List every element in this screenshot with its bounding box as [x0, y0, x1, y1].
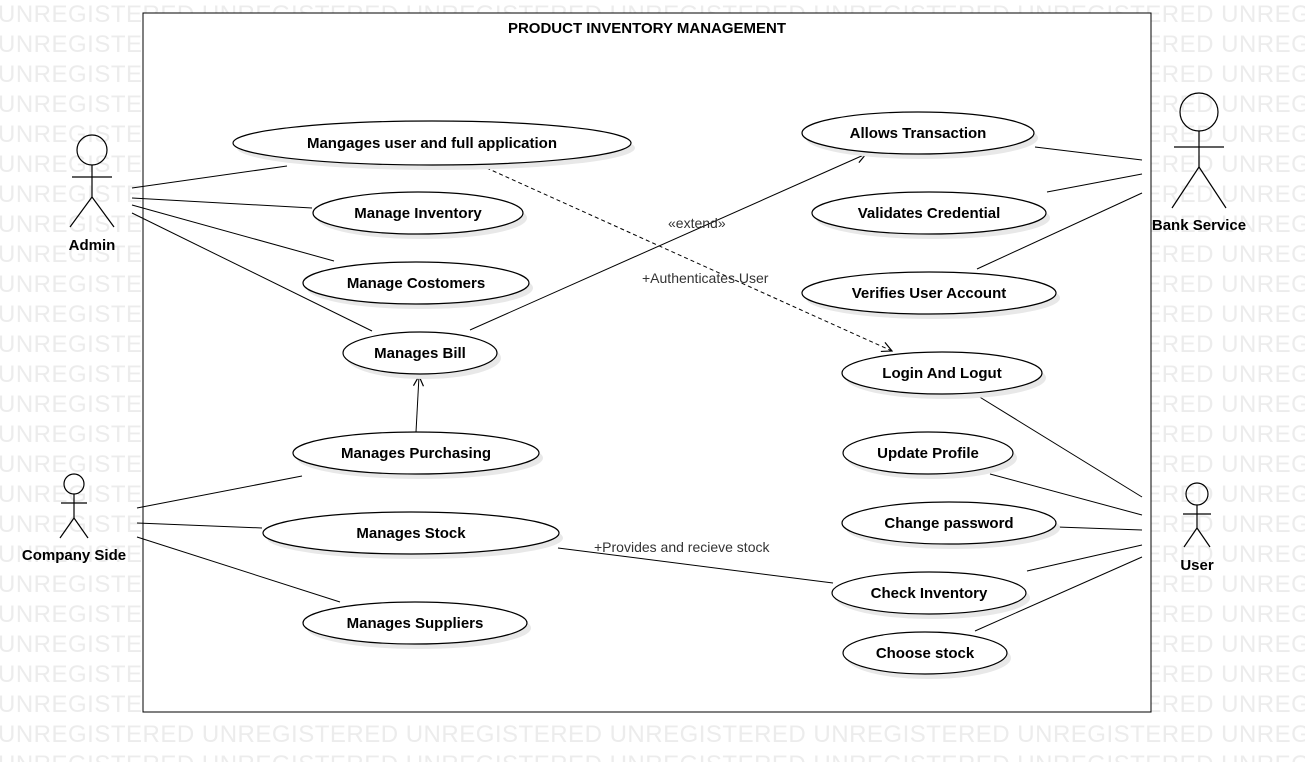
actor-company-side[interactable]: Company Side [22, 473, 126, 564]
use-case-ellipse [262, 511, 560, 555]
use-case-validates-credential[interactable]: Validates Credential [811, 191, 1050, 239]
use-case-ellipse [831, 571, 1027, 615]
use-case-label: Manages Suppliers [347, 615, 484, 632]
use-case-label: Manage Costomers [347, 275, 485, 292]
use-case-login-logout[interactable]: Login And Logut [841, 351, 1046, 399]
use-case-manages-purchasing[interactable]: Manages Purchasing [292, 431, 543, 479]
use-case-label: Verifies User Account [852, 285, 1007, 302]
assoc-admin-manage-inventory [131, 197, 313, 209]
use-case-allows-transaction[interactable]: Allows Transaction [801, 111, 1038, 159]
use-case-label: Allows Transaction [850, 125, 987, 142]
use-case-ellipse [232, 120, 632, 166]
label-provides-receive-stock: +Provides and recieve stock [594, 539, 770, 555]
assoc-company-manages-stock [136, 522, 263, 529]
use-case-label: Validates Credential [858, 205, 1001, 222]
use-case-label: Update Profile [877, 445, 979, 462]
actor-bank-service[interactable]: Bank Service [1152, 92, 1246, 234]
system-title: PRODUCT INVENTORY MANAGEMENT [508, 20, 786, 37]
use-case-label: Choose stock [876, 645, 975, 662]
use-case-check-inventory[interactable]: Check Inventory [831, 571, 1030, 619]
actor-user[interactable]: User [1180, 482, 1214, 574]
rel-purchasing-to-bill [416, 376, 419, 433]
use-case-verifies-user-account[interactable]: Verifies User Account [801, 271, 1060, 319]
use-case-ellipse [842, 631, 1008, 675]
assoc-admin-manage-customers [131, 204, 335, 262]
watermark-row: UNREGISTERED UNREGISTERED UNREGISTERED U… [0, 750, 1305, 762]
assoc-user-change-password [1056, 526, 1143, 531]
assoc-user-check-inventory [1026, 544, 1143, 572]
use-case-manages-bill[interactable]: Manages Bill [342, 331, 501, 379]
use-case-label: Manages Purchasing [341, 445, 491, 462]
actor-admin-label: Admin [69, 237, 116, 254]
assoc-admin-manages-user-app [131, 165, 288, 189]
use-case-ellipse [842, 431, 1014, 475]
label-extend: «extend» [668, 215, 726, 231]
use-case-ellipse [302, 601, 528, 645]
use-case-manages-stock[interactable]: Manages Stock [262, 511, 563, 559]
rel-extend-dashed [479, 164, 892, 351]
use-case-label: Check Inventory [871, 585, 988, 602]
use-case-ellipse [841, 501, 1057, 545]
assoc-admin-manages-bill [131, 212, 373, 332]
use-case-label: Manages Bill [374, 345, 466, 362]
use-case-manages-user-app[interactable]: Mangages user and full application [232, 120, 635, 170]
assoc-bank-verifies-account [976, 192, 1143, 270]
assoc-company-manages-purchasing [136, 475, 303, 509]
assoc-bank-allows-transaction [1034, 146, 1143, 161]
actor-company-side-label: Company Side [22, 547, 126, 564]
use-case-label: Change password [884, 515, 1013, 532]
use-case-ellipse [292, 431, 540, 475]
use-case-ellipse [811, 191, 1047, 235]
watermark-row: UNREGISTERED UNREGISTERED UNREGISTERED U… [0, 721, 1305, 748]
assoc-user-choose-stock [974, 556, 1143, 632]
label-authenticates-user: +Authenticates User [642, 270, 769, 286]
use-case-manages-suppliers[interactable]: Manages Suppliers [302, 601, 531, 649]
assoc-bank-validates-credential [1046, 173, 1143, 193]
actor-admin[interactable]: Admin [69, 134, 116, 254]
use-case-update-profile[interactable]: Update Profile [842, 431, 1017, 479]
assoc-user-update-profile [989, 473, 1143, 516]
use-case-ellipse [302, 261, 530, 305]
use-case-label: Login And Logut [882, 365, 1001, 382]
use-case-ellipse [801, 111, 1035, 155]
rel-bill-to-transaction [469, 154, 866, 331]
actor-bank-service-label: Bank Service [1152, 217, 1246, 234]
use-case-label: Mangages user and full application [307, 135, 557, 152]
use-case-ellipse [801, 271, 1057, 315]
use-case-choose-stock[interactable]: Choose stock [842, 631, 1011, 679]
use-case-ellipse [312, 191, 524, 235]
use-case-manage-inventory[interactable]: Manage Inventory [312, 191, 527, 239]
use-case-label: Manage Inventory [354, 205, 482, 222]
use-case-manage-customers[interactable]: Manage Costomers [302, 261, 533, 309]
assoc-user-login [977, 395, 1143, 498]
actor-user-label: User [1180, 557, 1214, 574]
assoc-company-manages-suppliers [136, 536, 341, 603]
use-case-label: Manages Stock [356, 525, 466, 542]
use-case-change-password[interactable]: Change password [841, 501, 1060, 549]
rel-stock-to-check-inventory [557, 547, 834, 584]
use-case-ellipse [342, 331, 498, 375]
use-case-ellipse [841, 351, 1043, 395]
